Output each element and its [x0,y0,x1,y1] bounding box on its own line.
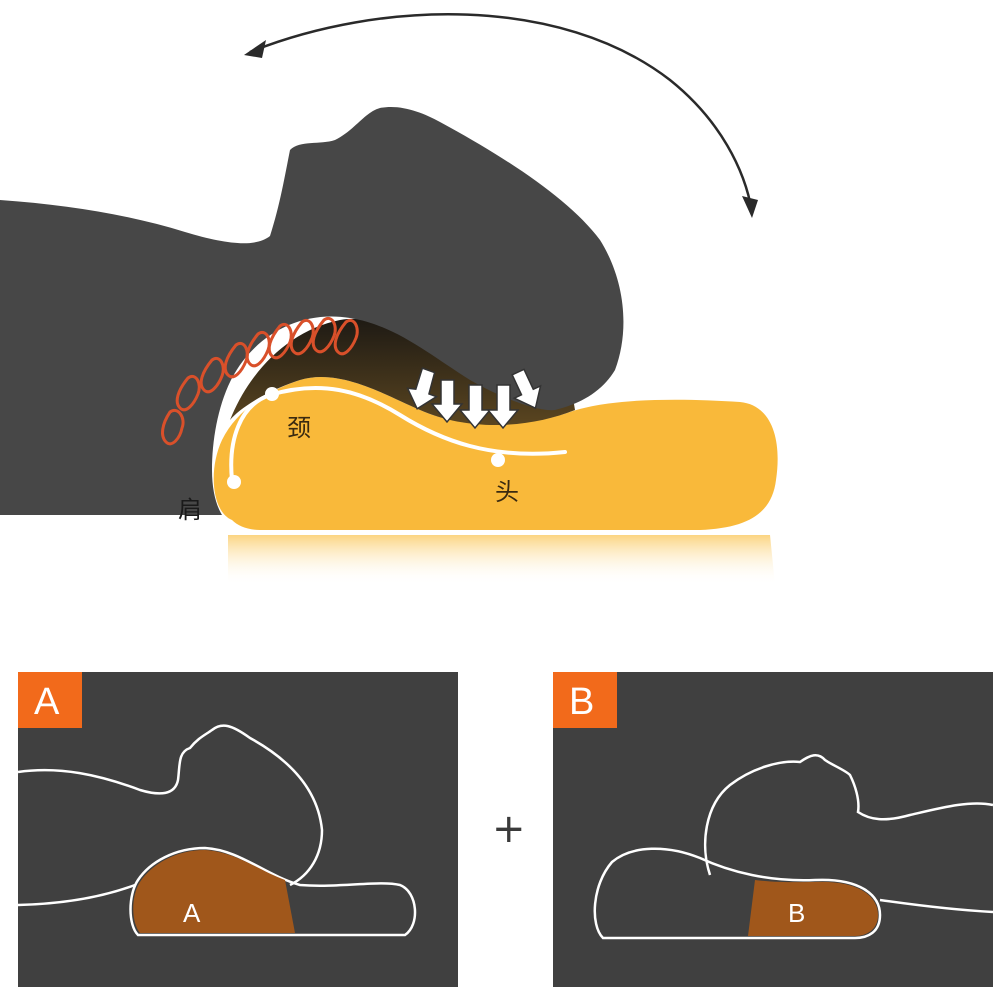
panel-a-segment-a [133,850,295,933]
head-label: 头 [495,478,519,506]
shoulder-point [227,475,241,489]
panel-a-badge [18,672,82,728]
shoulder-label: 肩 [178,496,202,524]
neck-label: 颈 [287,414,311,442]
down-arrow-icon [511,368,542,410]
panel-a-body-outline [17,883,136,907]
down-arrow-icon [406,367,439,410]
panel-b-body-outline [879,898,994,914]
panel-a-badge-label: A [34,681,60,723]
panel-b-background [553,672,993,987]
pillow-reflection [228,535,775,585]
vertebrae [161,317,359,446]
panel-b-segment-b [748,880,878,936]
panel-b: B B [553,672,994,987]
pressure-arrows [406,367,542,430]
panel-a-head-outline [17,724,324,887]
panel-a-background [18,672,458,987]
panel-b-head-outline [704,754,994,876]
head-point [491,453,505,467]
panel-b-badge-label: B [569,681,594,723]
panel-a: A A [17,672,458,987]
body-silhouette [0,106,624,515]
main-illustration: 颈 头 肩 [0,13,778,585]
down-arrow-icon [458,384,492,430]
curved-double-arrow-icon [249,13,754,213]
down-arrow-icon [430,379,464,424]
panel-b-pillow-outline [593,847,882,940]
plus-sign: + [492,806,526,852]
neck-gap-shadow [230,318,575,426]
panel-b-pillow-label: B [788,898,805,928]
panel-a-pillow-label: A [183,898,201,928]
down-arrow-icon [486,384,520,430]
spine-curve [229,385,567,482]
neck-point [265,387,279,401]
panel-b-badge [553,672,617,728]
panel-a-pillow-outline [129,846,417,937]
